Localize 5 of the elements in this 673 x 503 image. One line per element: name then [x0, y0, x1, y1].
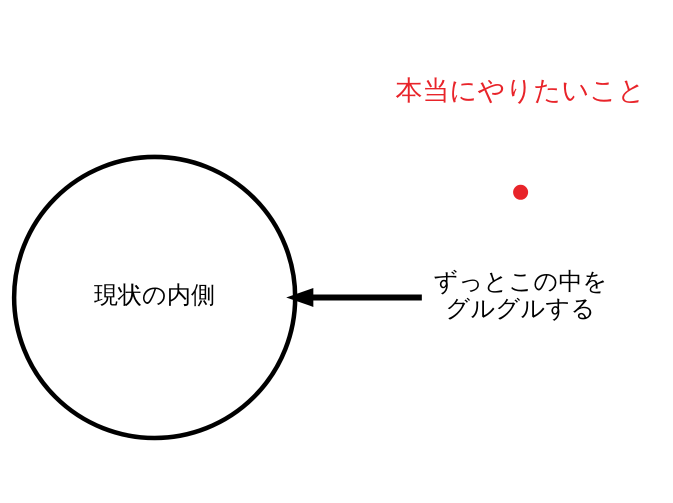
node-label: 本当にやりたいこと	[396, 75, 646, 106]
node-circle	[513, 184, 528, 200]
node-text: ずっとこの中をグルグルする	[434, 267, 608, 322]
arrow	[286, 287, 422, 306]
node-circle: 現状の内側	[12, 154, 298, 440]
